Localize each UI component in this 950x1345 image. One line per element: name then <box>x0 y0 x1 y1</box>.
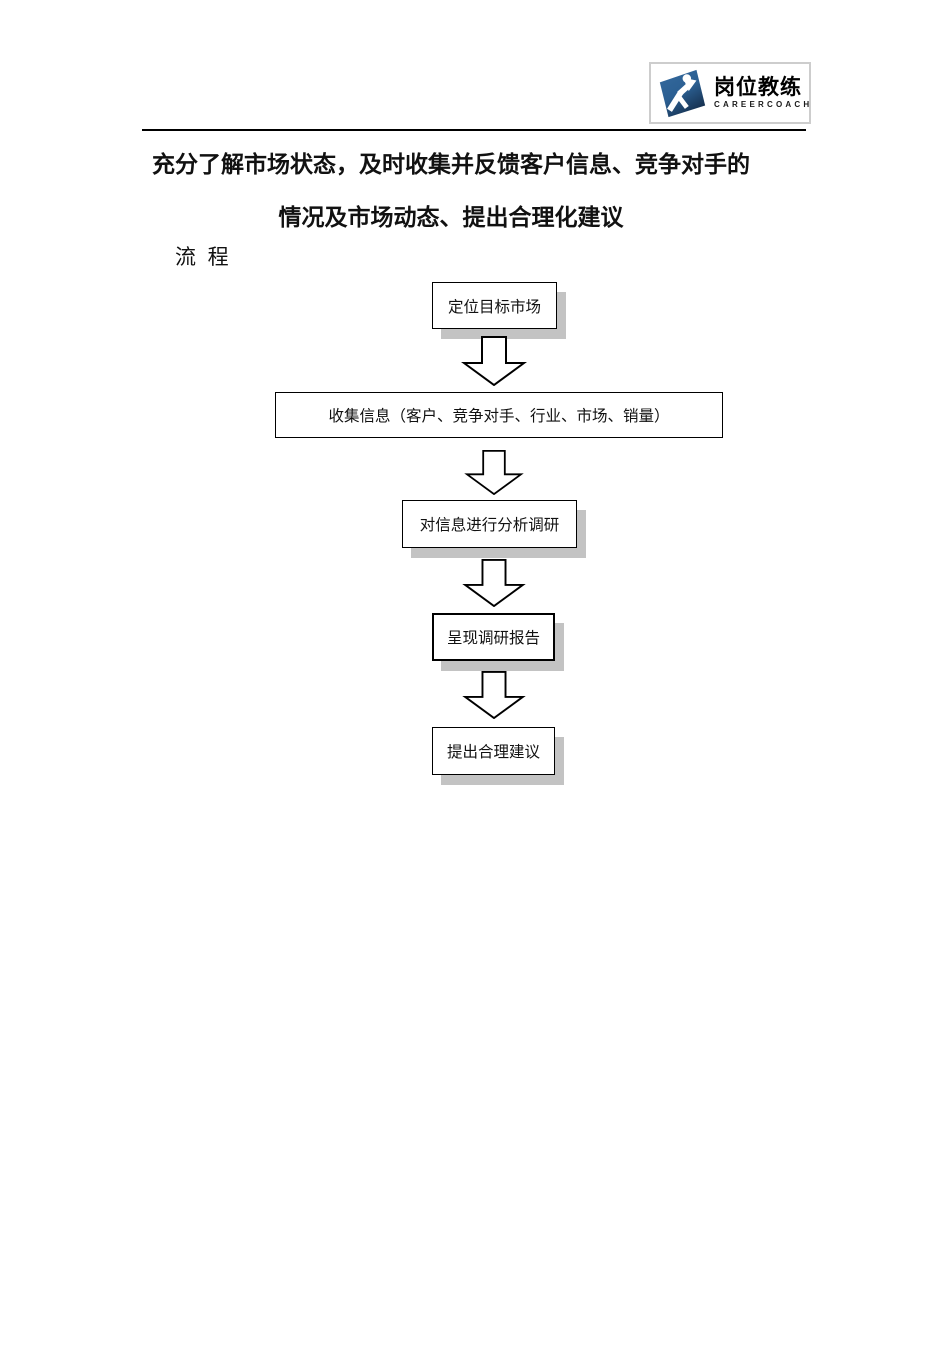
document-title-line1: 充分了解市场状态，及时收集并反馈客户信息、竞争对手的 <box>152 151 750 177</box>
down-arrow-icon <box>461 450 527 495</box>
document-title-line2: 情况及市场动态、提出合理化建议 <box>278 204 624 230</box>
flow-step-propose-suggestions: 提出合理建议 <box>432 727 555 775</box>
flow-step-define-target-market: 定位目标市场 <box>432 282 557 329</box>
careercoach-logo: 岗位教练 CAREERCOACH <box>649 62 811 124</box>
section-label-process: 流 程 <box>175 246 229 269</box>
logo-subtitle: CAREERCOACH <box>714 100 813 109</box>
flow-step-collect-information: 收集信息（客户、竞争对手、行业、市场、销量） <box>275 392 723 438</box>
down-arrow-icon <box>461 671 527 719</box>
document-title: 充分了解市场状态，及时收集并反馈客户信息、竞争对手的 情况及市场动态、提出合理化… <box>140 138 762 244</box>
flow-step-present-research-report: 呈现调研报告 <box>432 613 555 661</box>
header-divider-line <box>142 129 806 131</box>
careercoach-logo-icon <box>659 69 706 118</box>
logo-brand-name: 岗位教练 <box>714 76 802 99</box>
logo-text: 岗位教练 CAREERCOACH <box>714 76 812 110</box>
down-arrow-icon <box>461 559 527 607</box>
down-arrow-icon <box>461 336 527 386</box>
flow-step-analyze-information: 对信息进行分析调研 <box>402 500 577 548</box>
